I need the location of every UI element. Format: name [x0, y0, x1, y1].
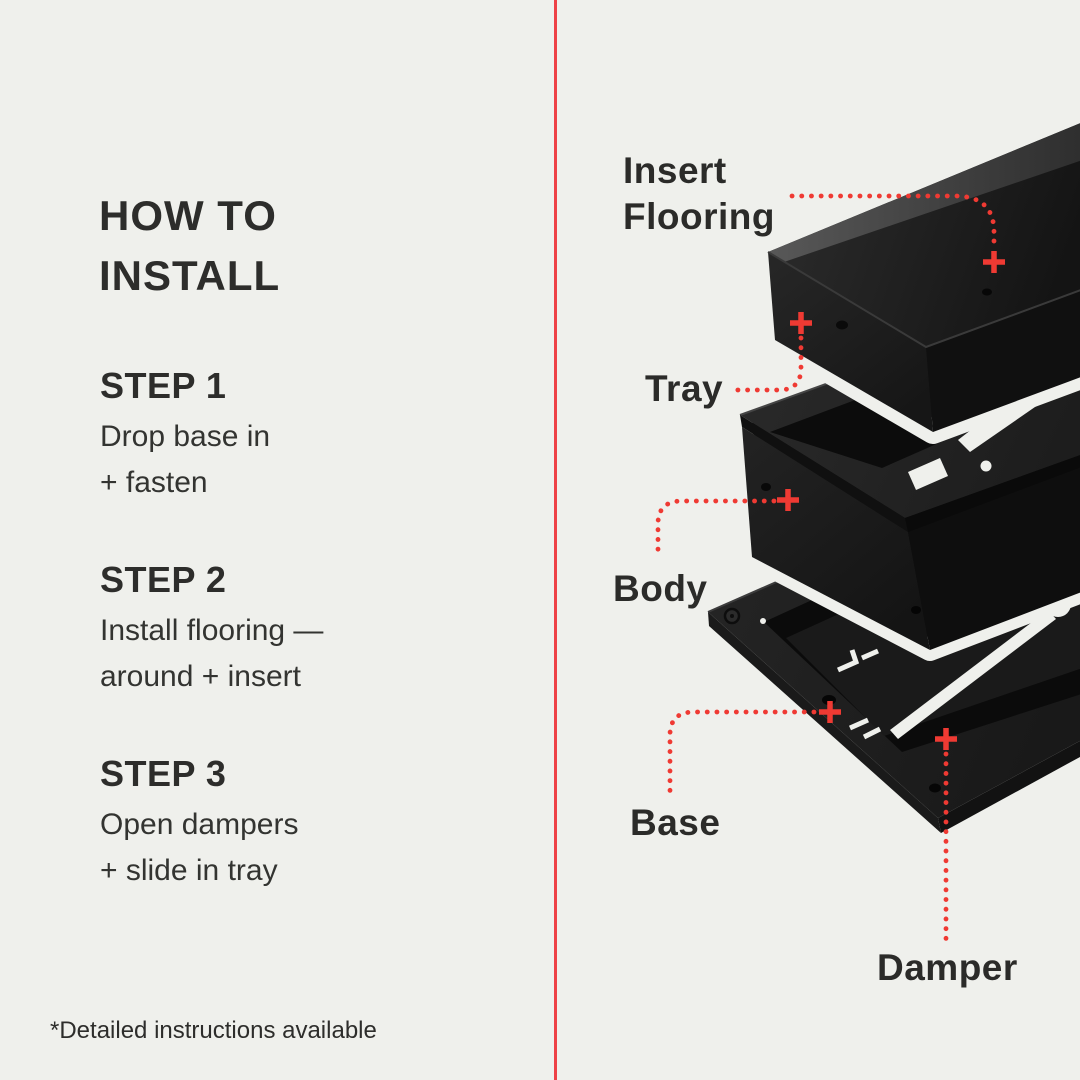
tray-3d: [756, 110, 1080, 444]
leader-base: [667, 709, 817, 797]
tray-end-face: [768, 252, 933, 432]
base-screw-center: [730, 614, 734, 618]
body-end-hole: [761, 483, 771, 491]
plus-marker-insert-flooring: [983, 251, 1005, 273]
label-base: Base: [630, 802, 721, 843]
label-insert-flooring-line1: Insert: [623, 150, 727, 191]
body-round-hole: [980, 460, 992, 472]
leader-insert-flooring: [789, 193, 997, 250]
tray-floor-hole: [982, 288, 992, 296]
step-3: STEP 3 Open dampers + slide in tray: [100, 752, 298, 894]
label-tray: Tray: [645, 368, 724, 409]
damper-lever-slot-4: [862, 726, 882, 740]
damper-lever-slot-2: [860, 648, 880, 661]
step-3-title: STEP 3: [100, 753, 227, 794]
plus-marker-body: [777, 489, 799, 511]
tray-rim-highlight: [767, 251, 1080, 349]
page-title: HOW TO INSTALL: [99, 186, 280, 306]
damper-lever-slot-1: [836, 649, 860, 673]
body-rect-cutout: [908, 458, 948, 490]
step-1: STEP 1 Drop base in + fasten: [100, 364, 270, 506]
step-1-line-2: + fasten: [100, 466, 208, 499]
body-end-face: [742, 427, 930, 650]
step-2-line-2: around + insert: [100, 660, 301, 693]
leader-lines: [655, 193, 997, 944]
base-hole-bottom: [929, 783, 941, 793]
label-damper: Damper: [877, 947, 1018, 988]
label-insert-flooring: Insert Flooring: [623, 148, 775, 240]
damper-keyhole-slot: [890, 610, 1056, 739]
step-2: STEP 2 Install flooring — around + inser…: [100, 558, 323, 700]
panel-divider: [554, 0, 557, 1080]
plus-marker-base: [819, 701, 841, 723]
step-3-line-2: + slide in tray: [100, 854, 278, 887]
plus-marker-damper: [935, 728, 957, 750]
body-flange-shadow-front: [905, 455, 1080, 532]
body-side-hole: [911, 606, 921, 614]
base-bevel-left: [708, 612, 941, 833]
tray-side-face: [926, 290, 1080, 432]
step-1-title: STEP 1: [100, 365, 227, 406]
base-bevel-front: [938, 740, 1080, 833]
step-3-line-1: Open dampers: [100, 808, 299, 841]
footnote: *Detailed instructions available: [50, 1017, 377, 1044]
label-body: Body: [613, 568, 708, 609]
instructions-panel: HOW TO INSTALL STEP 1 Drop base in + fas…: [50, 186, 377, 1044]
base-corner-notch: [760, 618, 766, 624]
body-flange-shadow-left: [740, 415, 908, 532]
tray-inner-back-wall: [768, 123, 1080, 262]
label-insert-flooring-line2: Flooring: [623, 196, 775, 237]
plus-marker-tray: [790, 312, 812, 334]
tray-end-hole: [836, 320, 848, 330]
body-side-face: [908, 467, 1080, 650]
step-2-title: STEP 2: [100, 559, 227, 600]
plus-markers: [777, 251, 1005, 750]
damper-lever-slot-3: [848, 717, 870, 731]
step-2-line-1: Install flooring —: [100, 614, 324, 647]
step-1-line-1: Drop base in: [100, 420, 271, 453]
page-title-line1: HOW TO: [99, 192, 277, 239]
leader-tray: [734, 335, 804, 393]
page-title-line2: INSTALL: [99, 252, 281, 299]
